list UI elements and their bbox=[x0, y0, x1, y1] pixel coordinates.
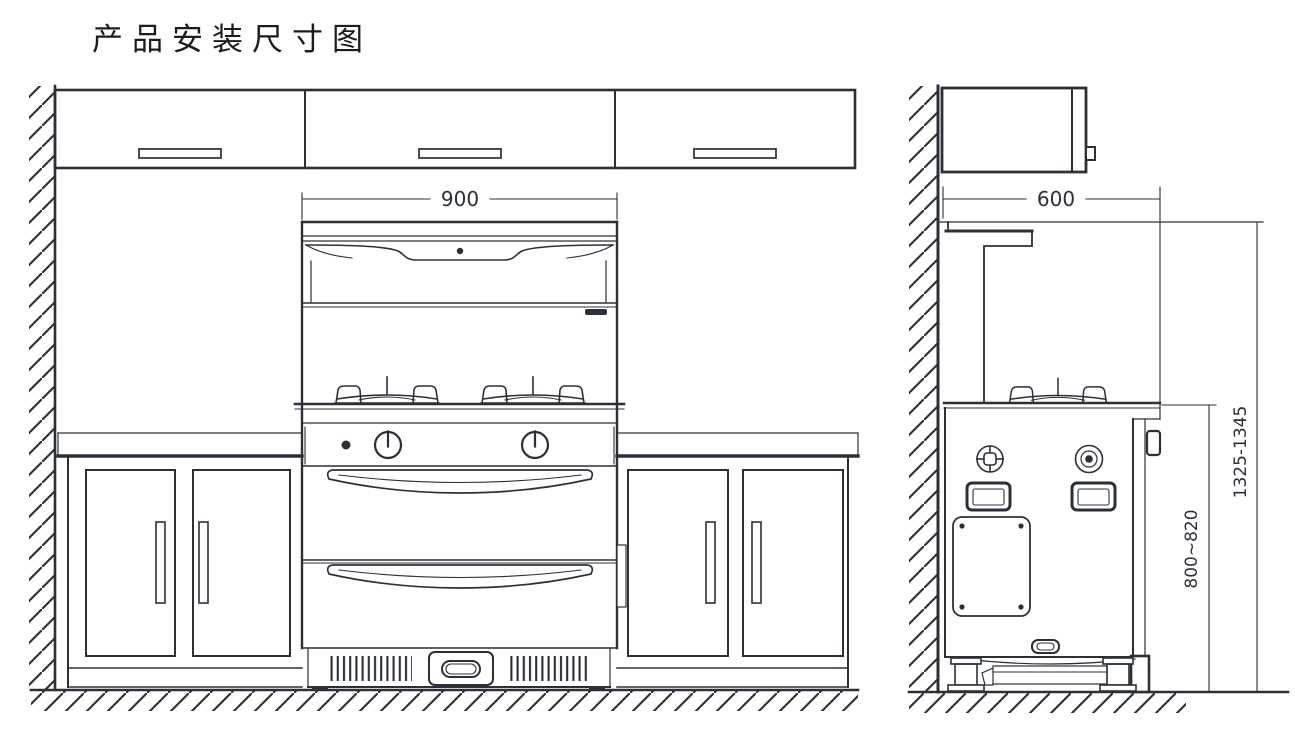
hanging-cabinet-side bbox=[940, 86, 1096, 174]
dimension-overall-height: 1325-1345 bbox=[1231, 221, 1258, 693]
floor-front bbox=[29, 688, 860, 711]
vent-slats-right bbox=[508, 656, 590, 681]
base-cabinet-left bbox=[56, 432, 304, 688]
drawer-upper bbox=[301, 469, 618, 564]
hood-side-profile bbox=[944, 221, 1034, 403]
base-vent-strip bbox=[307, 647, 611, 691]
screw bbox=[959, 604, 965, 610]
kick-pedal bbox=[441, 660, 481, 678]
hanging-cabinets bbox=[53, 88, 857, 170]
door-handle bbox=[198, 521, 209, 604]
dim-label-800-820: 800~820 bbox=[1182, 509, 1202, 588]
rear-vent-right bbox=[1070, 481, 1117, 512]
gas-burner-left bbox=[334, 376, 440, 404]
drawer-lower bbox=[301, 564, 618, 649]
integrated-stove-front bbox=[293, 220, 627, 691]
gas-burner-right bbox=[480, 376, 586, 404]
side-bracket bbox=[616, 544, 627, 608]
cabinet-door bbox=[627, 469, 729, 657]
hood-head bbox=[300, 220, 619, 261]
cabinet-door bbox=[192, 469, 291, 657]
door-handle bbox=[155, 521, 166, 604]
gas-burner-side bbox=[1007, 377, 1109, 404]
dim-label-900: 900 bbox=[441, 187, 479, 211]
cabinet-handle-side bbox=[1085, 146, 1096, 161]
base-tray bbox=[981, 665, 1108, 686]
hood-light-dot bbox=[456, 247, 464, 255]
dimension-hob-height: 800~820 bbox=[1161, 404, 1217, 693]
kick-bezel bbox=[428, 651, 494, 686]
gas-inlet bbox=[976, 445, 1004, 473]
wall-right bbox=[909, 84, 940, 694]
door-handle bbox=[705, 521, 716, 604]
side-latch bbox=[1145, 429, 1162, 457]
cabinet-handle bbox=[138, 148, 222, 159]
dim-label-600: 600 bbox=[1037, 187, 1075, 211]
screw bbox=[1018, 523, 1024, 529]
base-cabinet-right bbox=[615, 432, 860, 688]
smoke-cavity bbox=[301, 260, 618, 315]
bottom-handle bbox=[1031, 639, 1060, 654]
side-view: 600 bbox=[907, 84, 1290, 713]
access-panel bbox=[952, 516, 1031, 617]
cabinet-handle bbox=[418, 148, 502, 159]
cooktop-edge bbox=[293, 402, 626, 424]
brand-logo bbox=[585, 309, 607, 315]
cabinet-door bbox=[85, 469, 176, 657]
front-view: 900 bbox=[29, 84, 860, 711]
vent-slats-left bbox=[330, 656, 412, 681]
dim-label-1325-1345: 1325-1345 bbox=[1231, 406, 1251, 499]
drawer-handle bbox=[326, 469, 594, 494]
ignition-indicator bbox=[341, 440, 351, 450]
burner-knob-left bbox=[373, 430, 403, 460]
screw bbox=[1018, 604, 1024, 610]
cabinet-handle bbox=[693, 148, 777, 159]
door-handle bbox=[751, 521, 762, 604]
rear-corner-block bbox=[1129, 654, 1151, 694]
wall-left bbox=[29, 84, 57, 692]
page-title: 产品安装尺寸图 bbox=[92, 22, 372, 58]
rear-vent-left bbox=[965, 481, 1012, 512]
integrated-stove-side bbox=[944, 407, 1162, 694]
drawer-handle bbox=[326, 564, 594, 589]
screw bbox=[959, 523, 965, 529]
dimension-counter-depth: 600 bbox=[942, 186, 1161, 404]
dimension-stove-width: 900 bbox=[301, 187, 618, 220]
power-connector bbox=[1074, 444, 1104, 474]
cabinet-door bbox=[742, 469, 844, 657]
counter-side bbox=[942, 401, 1162, 420]
adjustable-foot-left bbox=[947, 657, 985, 692]
burner-knob-right bbox=[520, 430, 550, 460]
control-panel bbox=[301, 426, 618, 467]
floor-side bbox=[907, 690, 1290, 713]
